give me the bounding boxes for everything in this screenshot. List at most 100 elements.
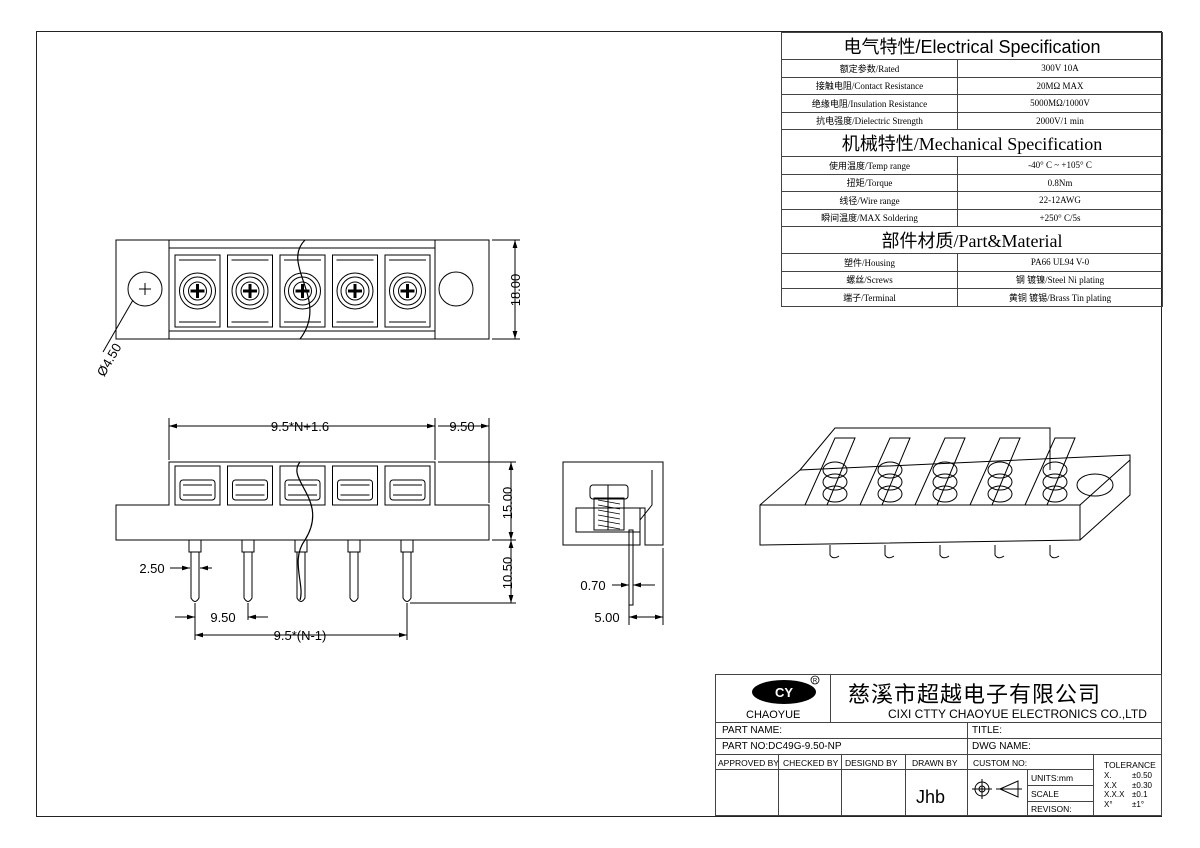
tolerance-value: ±0.1 bbox=[1132, 790, 1148, 799]
company-name-en: CIXI CTTY CHAOYUE ELECTRONICS CO.,LTD bbox=[888, 707, 1147, 721]
spec-row: 使用温度/Temp range-40° C ~ +105° C bbox=[781, 156, 1163, 175]
spec-row-value: 0.8Nm bbox=[957, 173, 1163, 192]
dim-width-formula: 9.5*N+1.6 bbox=[271, 419, 329, 434]
approved-by-label: APPROVED BY bbox=[718, 758, 779, 768]
drawn-by-label: DRAWN BY bbox=[912, 758, 958, 768]
side-view-body bbox=[562, 461, 664, 546]
spec-section-title: 部件材质/Part&Material bbox=[781, 226, 1163, 254]
dwg-name-label: DWG NAME: bbox=[972, 741, 1031, 752]
front-view bbox=[115, 418, 516, 640]
right-mount-hole bbox=[438, 271, 474, 307]
spec-row-name: 瞬间温度/MAX Soldering bbox=[781, 208, 958, 227]
dim-2-5: 2.50 bbox=[139, 561, 164, 576]
spec-row-value: 2000V/1 min bbox=[957, 111, 1163, 130]
part-no-label: PART NO:DC49G-9.50-NP bbox=[722, 741, 842, 752]
dim-right-ext: 9.50 bbox=[449, 419, 474, 434]
dim-side-width: 5.00 bbox=[594, 610, 619, 625]
spec-row-name: 扭矩/Torque bbox=[781, 173, 958, 192]
spec-row-name: 绝缘电阻/Insulation Resistance bbox=[781, 94, 958, 113]
spec-row-name: 端子/Terminal bbox=[781, 288, 958, 307]
terminal-front-3 bbox=[279, 465, 326, 602]
projection-symbol-icon bbox=[972, 779, 1022, 799]
spec-row: 瞬间温度/MAX Soldering+250° C/5s bbox=[781, 208, 1163, 227]
terminal-top-3 bbox=[279, 254, 326, 328]
spec-row-value: 5000MΩ/1000V bbox=[957, 94, 1163, 113]
side-view bbox=[562, 461, 664, 625]
designed-by-label: DESIGND BY bbox=[845, 758, 898, 768]
spec-row-name: 线径/Wire range bbox=[781, 191, 958, 210]
tolerance-value: ±1° bbox=[1132, 799, 1145, 809]
left-mount-hole bbox=[127, 271, 163, 307]
spec-row-name: 接触电阻/Contact Resistance bbox=[781, 76, 958, 95]
top-view-terminal-block bbox=[168, 239, 436, 340]
dim-18: 18.00 bbox=[508, 274, 523, 307]
title-label: TITLE: bbox=[972, 725, 1003, 736]
tolerance-row: X.X.X ±0.1 bbox=[1104, 790, 1152, 800]
terminal-iso-1 bbox=[804, 437, 856, 559]
spec-row-name: 抗电强度/Dielectric Strength bbox=[781, 111, 958, 130]
terminal-iso-2 bbox=[859, 437, 911, 559]
spec-row-name: 螺丝/Screws bbox=[781, 270, 958, 289]
terminal-top-1 bbox=[174, 254, 221, 328]
spec-row-value: 22-12AWG bbox=[957, 191, 1163, 210]
company-name-cn: 慈溪市超越电子有限公司 bbox=[848, 682, 1102, 707]
dim-10-5: 10.50 bbox=[500, 557, 515, 590]
svg-text:CY: CY bbox=[775, 685, 793, 700]
spec-row-value: PA66 UL94 V-0 bbox=[957, 253, 1163, 272]
dim-pitch: 9.50 bbox=[210, 610, 235, 625]
part-name-label: PART NAME: bbox=[722, 725, 783, 736]
chaoyue-logo-icon: CY R bbox=[752, 675, 820, 704]
dim-side-pin: 0.70 bbox=[580, 578, 605, 593]
terminal-front-4 bbox=[332, 465, 378, 602]
revision-label: REVISON: bbox=[1031, 804, 1072, 814]
spec-row-name: 塑件/Housing bbox=[781, 253, 958, 272]
custom-no-label: CUSTOM NO: bbox=[973, 758, 1028, 768]
spec-row-value: 黄铜 镀锡/Brass Tin plating bbox=[957, 288, 1163, 307]
drawn-by-value: Jhb bbox=[916, 787, 946, 807]
units-label: UNITS:mm bbox=[1031, 773, 1074, 783]
brand-name: CHAOYUE bbox=[746, 709, 801, 721]
terminal-iso-5 bbox=[1024, 437, 1076, 559]
spec-row-value: 300V 10A bbox=[957, 59, 1163, 78]
spec-section-title: 电气特性/Electrical Specification bbox=[781, 32, 1163, 60]
terminal-top-2 bbox=[227, 254, 273, 328]
terminal-top-5 bbox=[384, 254, 431, 328]
top-view bbox=[102, 239, 520, 353]
front-view-body bbox=[115, 461, 490, 541]
svg-text:R: R bbox=[813, 679, 818, 685]
tolerance-key: X.X bbox=[1104, 780, 1117, 790]
spec-row-value: +250° C/5s bbox=[957, 208, 1163, 227]
tolerance-value: ±0.30 bbox=[1132, 780, 1152, 790]
tolerance-row: X.X ±0.30 bbox=[1104, 781, 1152, 791]
dim-diameter: Ø4.50 bbox=[94, 341, 125, 379]
title-block: CHAOYUE 慈溪市超越电子有限公司 CIXI CTTY CHAOYUE EL… bbox=[715, 674, 1162, 816]
dim-pitch-formula: 9.5*(N-1) bbox=[274, 628, 327, 643]
checked-by-label: CHECKED BY bbox=[783, 758, 839, 768]
tolerance-row: X.±0.50 bbox=[1104, 771, 1152, 781]
isometric-view bbox=[759, 427, 1131, 559]
drawing-frame bbox=[36, 31, 1162, 817]
tolerance-value: ±0.50 bbox=[1132, 771, 1152, 780]
terminal-iso-3 bbox=[914, 437, 966, 559]
spec-row-value: 钢 镀镍/Steel Ni plating bbox=[957, 270, 1163, 289]
spec-row-name: 使用温度/Temp range bbox=[781, 156, 958, 175]
tolerance-key: X.X.X bbox=[1104, 790, 1125, 799]
spec-section-title: 机械特性/Mechanical Specification bbox=[781, 129, 1163, 157]
dim-15: 15.00 bbox=[500, 487, 515, 520]
scale-label: SCALE bbox=[1031, 789, 1059, 799]
terminal-iso-4 bbox=[969, 437, 1021, 559]
tolerance-row: X° ±1° bbox=[1104, 800, 1152, 810]
terminal-front-2 bbox=[227, 465, 273, 602]
tolerance-key: X° bbox=[1104, 799, 1113, 809]
